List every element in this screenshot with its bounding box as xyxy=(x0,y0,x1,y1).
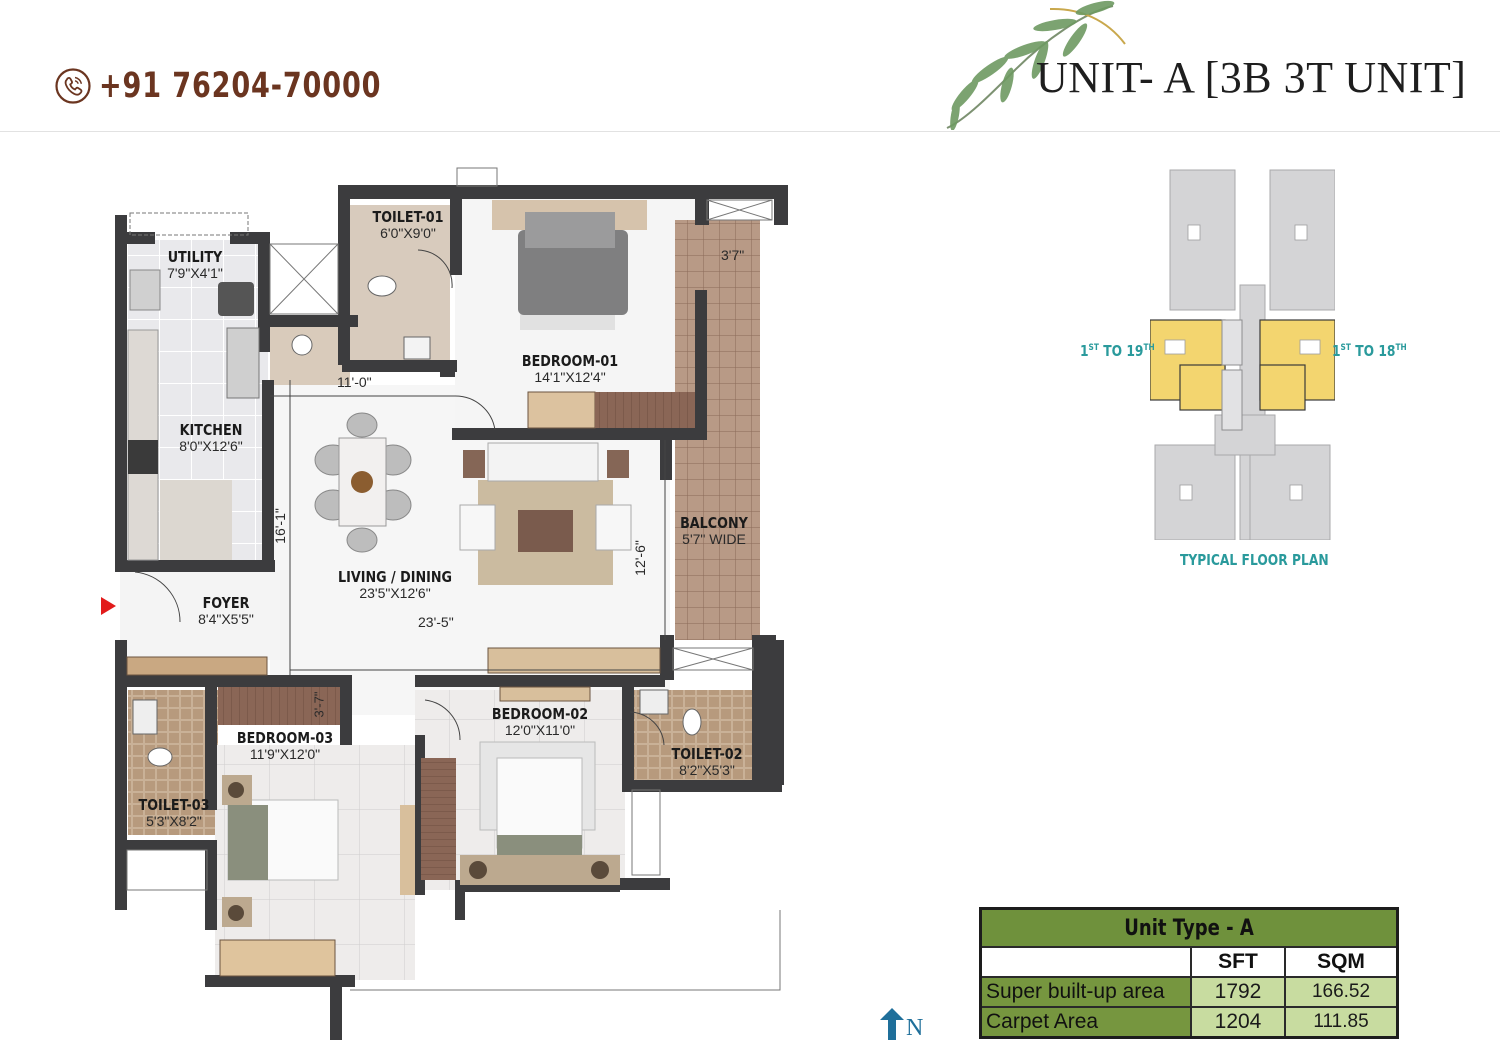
dimension-top-span: 11'-0" xyxy=(337,374,372,390)
room-dimension: 7'9"X4'1" xyxy=(167,264,223,281)
north-indicator: N xyxy=(880,1008,923,1040)
dimension-living-width: 23'-5" xyxy=(418,614,454,630)
area-table-title-text: Unit Type - A xyxy=(1124,915,1254,941)
room-name: BALCONY xyxy=(680,514,748,532)
table-row: Carpet Area 1204 111.85 xyxy=(979,1006,1399,1039)
table-row: Super built-up area 1792 166.52 xyxy=(979,976,1399,1008)
room-utility: UTILITY 7'9"X4'1" xyxy=(163,249,227,281)
room-dimension: 14'1"X12'4" xyxy=(534,368,606,385)
room-name: BEDROOM-03 xyxy=(236,729,334,747)
north-arrow-icon xyxy=(880,1008,904,1040)
leaf-branch-icon xyxy=(946,0,1126,130)
floor-range-left: 1ST TO 19TH xyxy=(1080,342,1155,360)
floor-to-word: TO xyxy=(1103,342,1123,360)
room-toilet-03: TOILET-03 5'3"X8'2" xyxy=(132,797,216,829)
phone-contact[interactable]: +91 76204-70000 xyxy=(55,66,427,106)
column-header-blank xyxy=(979,946,1192,978)
column-header-sqm: SQM xyxy=(1284,946,1399,978)
room-bedroom-01: BEDROOM-01 14'1"X12'4" xyxy=(513,353,626,385)
phone-number[interactable]: +91 76204-70000 xyxy=(99,66,382,106)
floor-from: 1 xyxy=(1332,342,1341,360)
key-plan-drawing xyxy=(1150,169,1335,540)
room-dimension: 5'3"X8'2" xyxy=(146,812,202,829)
room-toilet-01: TOILET-01 6'0"X9'0" xyxy=(366,209,450,241)
room-toilet-02: TOILET-02 8'2"X5'3" xyxy=(665,746,749,778)
dimension-living-height: 16'-1" xyxy=(271,508,288,544)
room-foyer: FOYER 8'4"X5'5" xyxy=(198,595,254,627)
header-divider xyxy=(0,131,1500,132)
value-sft: 1792 xyxy=(1189,976,1287,1008)
room-name: LIVING / DINING xyxy=(337,568,453,586)
page-title: UNIT- A [3B 3T UNIT] xyxy=(1036,53,1467,102)
room-dimension: 23'5"X12'6" xyxy=(359,584,431,601)
area-table-title: Unit Type - A xyxy=(979,907,1399,948)
key-plan-caption: TYPICAL FLOOR PLAN xyxy=(1180,551,1329,569)
area-table: Unit Type - A SFT SQM Super built-up are… xyxy=(979,907,1399,1039)
column-header-sft: SFT xyxy=(1189,946,1287,978)
floor-range-right: 1ST TO 18TH xyxy=(1332,342,1407,360)
floor-plan-drawing xyxy=(115,167,788,1040)
room-name: FOYER xyxy=(202,594,250,612)
room-name: TOILET-01 xyxy=(372,208,444,226)
value-sft: 1204 xyxy=(1189,1006,1287,1039)
entrance-marker-icon xyxy=(101,597,116,615)
room-name: TOILET-02 xyxy=(671,745,743,763)
room-dimension: 12'0"X11'0" xyxy=(504,721,576,738)
floor-to: 19 xyxy=(1126,342,1144,360)
room-dimension: 8'4"X5'5" xyxy=(198,610,254,627)
row-label-carpet-area: Carpet Area xyxy=(979,1006,1192,1039)
north-label: N xyxy=(906,1015,924,1041)
room-dimension: 6'0"X9'0" xyxy=(380,224,436,241)
room-bedroom-02: BEDROOM-02 12'0"X11'0" xyxy=(483,706,596,738)
room-balcony: BALCONY 5'7" WIDE xyxy=(674,515,754,547)
room-kitchen: KITCHEN 8'0"X12'6" xyxy=(174,422,248,454)
room-dimension: 8'0"X12'6" xyxy=(179,437,243,454)
value-sqm: 166.52 xyxy=(1284,976,1399,1008)
room-dimension: 8'2"X5'3" xyxy=(679,761,735,778)
room-dimension: 5'7" WIDE xyxy=(682,530,746,547)
value-sqm: 111.85 xyxy=(1284,1006,1399,1039)
floor-from: 1 xyxy=(1080,342,1089,360)
phone-icon xyxy=(55,68,91,104)
floor-from-suffix: ST xyxy=(1088,343,1099,353)
room-name: BEDROOM-01 xyxy=(521,352,619,370)
floor-to: 18 xyxy=(1378,342,1396,360)
room-name: UTILITY xyxy=(167,248,223,266)
room-name: BEDROOM-02 xyxy=(491,705,589,723)
floor-to-suffix: TH xyxy=(1395,343,1407,353)
floor-to-suffix: TH xyxy=(1143,343,1155,353)
dimension-bedroom3-closet: 3'-7" xyxy=(311,691,327,718)
room-dimension: 11'9"X12'0" xyxy=(249,745,321,762)
dimension-balcony-depth: 3'7" xyxy=(721,247,745,263)
room-bedroom-03: BEDROOM-03 11'9"X12'0" xyxy=(228,730,341,762)
dimension-living-right: 12'-6" xyxy=(631,540,648,576)
room-living-dining: LIVING / DINING 23'5"X12'6" xyxy=(328,569,462,601)
floor-from-suffix: ST xyxy=(1340,343,1351,353)
floor-to-word: TO xyxy=(1355,342,1375,360)
room-name: TOILET-03 xyxy=(138,796,210,814)
room-name: KITCHEN xyxy=(179,421,243,439)
row-label-super-built-up: Super built-up area xyxy=(979,976,1192,1008)
